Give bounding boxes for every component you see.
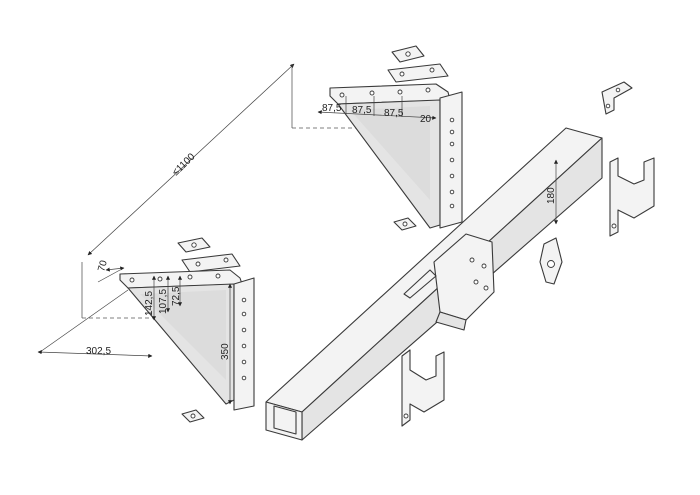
right-mounting-bracket: 87,5 87,5 87,5 20 [317, 45, 463, 231]
socket-plate [539, 237, 563, 285]
u-bracket-lower [401, 349, 445, 427]
horizontal-302-label: 302,5 [86, 346, 111, 357]
plate-long-top [387, 63, 449, 83]
vertical-72-label: 72,5 [171, 286, 182, 306]
overall-length-label: ≤1100 [170, 151, 197, 178]
spacing-label-3: 87,5 [384, 108, 404, 119]
spacing-label-4: 20 [420, 114, 432, 125]
offset-70-label: 70 [96, 259, 110, 273]
tow-coupling-socket [403, 233, 495, 331]
plate-long-left [181, 253, 241, 273]
vertical-107-label: 107,5 [158, 289, 169, 314]
bar-height-label: 180 [546, 187, 557, 204]
left-mounting-bracket: 70 142,5 107,5 72,5 302,5 350 [37, 237, 255, 423]
vertical-142-label: 142,5 [144, 291, 155, 316]
bracket-350-label: 350 [220, 343, 231, 360]
spacing-label-2: 87,5 [352, 105, 372, 116]
hook-bracket [601, 81, 633, 115]
spacing-label-1: 87,5 [322, 103, 342, 114]
u-bracket-right [609, 157, 655, 237]
